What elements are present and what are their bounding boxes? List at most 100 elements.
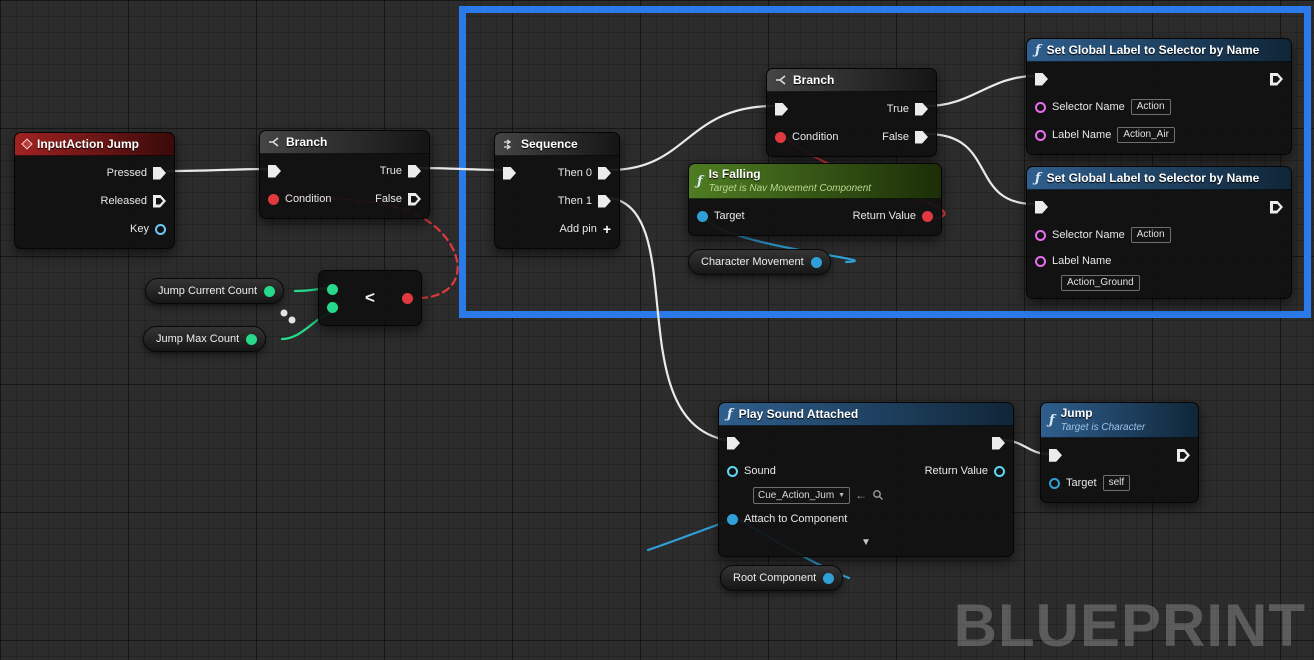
exec-pin-released[interactable] <box>153 194 166 208</box>
selector-name-value-field[interactable]: Action <box>1130 99 1171 115</box>
pin-row: Attach to Component <box>719 505 1013 533</box>
variable-label: Root Component <box>733 572 817 584</box>
node-set-label-ground[interactable]: ƒ Set Global Label to Selector by Name S… <box>1026 166 1292 299</box>
key-pin[interactable] <box>155 223 166 235</box>
less-input-b-pin[interactable] <box>327 301 338 313</box>
true-exec-pin[interactable] <box>915 102 928 116</box>
function-icon: ƒ <box>1035 170 1041 186</box>
true-exec-pin[interactable] <box>408 164 421 178</box>
selector-name-pin[interactable] <box>1035 229 1046 241</box>
node-title: Jump <box>1060 406 1093 420</box>
exec-in-pin[interactable] <box>1049 448 1062 462</box>
object-out-pin[interactable] <box>823 572 835 584</box>
int-out-pin[interactable] <box>264 285 276 297</box>
function-icon: ƒ <box>1035 42 1041 58</box>
wire-false-to-set-label-ground[interactable] <box>925 132 1036 206</box>
variable-character-movement[interactable]: Character Movement <box>688 249 831 275</box>
exec-in-pin[interactable] <box>775 102 788 116</box>
variable-label: Character Movement <box>701 256 804 268</box>
exec-out-pin[interactable] <box>992 436 1005 450</box>
blueprint-watermark: BLUEPRINT <box>953 592 1306 659</box>
node-subtitle: Target is Nav Movement Component <box>708 182 872 194</box>
add-pin-icon[interactable]: + <box>602 221 611 237</box>
exec-out-pin[interactable] <box>1270 200 1283 214</box>
wire-pressed-to-branch[interactable] <box>165 167 272 173</box>
pin-row: Released <box>15 187 174 215</box>
exec-in-pin[interactable] <box>1035 72 1048 86</box>
less-result-pin[interactable] <box>402 292 413 304</box>
less-than-symbol: < <box>365 288 375 307</box>
node-header: ƒ Set Global Label to Selector by Name <box>1027 39 1291 62</box>
pin-row: Then 0 <box>495 159 619 187</box>
target-value-field[interactable]: self <box>1102 475 1131 492</box>
selector-name-pin[interactable] <box>1035 101 1046 113</box>
use-selected-asset-icon[interactable]: ← <box>855 488 868 502</box>
pin-row: True <box>260 157 429 185</box>
node-branch-left[interactable]: Branch True Condition False <box>259 130 430 219</box>
node-header: ƒ Set Global Label to Selector by Name <box>1027 167 1291 190</box>
label-name-pin[interactable] <box>1035 255 1046 267</box>
exec-out-pin[interactable] <box>1177 448 1190 462</box>
browse-asset-icon[interactable] <box>872 489 884 501</box>
node-play-sound-attached[interactable]: ƒ Play Sound Attached Sound Return Value… <box>718 402 1014 557</box>
condition-pin[interactable] <box>268 193 279 205</box>
less-input-a-pin[interactable] <box>327 283 338 295</box>
reroute-dot[interactable] <box>288 316 296 324</box>
target-pin[interactable] <box>1049 477 1060 489</box>
node-sequence[interactable]: Sequence Then 0 Then 1 Add pin + <box>494 132 620 249</box>
label-name-pin[interactable] <box>1035 129 1046 141</box>
return-value-pin[interactable] <box>922 210 933 222</box>
label-name-value-field[interactable]: Action_Ground <box>1061 275 1140 291</box>
node-set-label-air[interactable]: ƒ Set Global Label to Selector by Name S… <box>1026 38 1292 155</box>
pin-row: Pressed <box>15 159 174 187</box>
exec-in-pin[interactable] <box>727 436 740 450</box>
object-out-pin[interactable] <box>810 256 822 268</box>
pin-row: Target Return Value <box>689 202 941 230</box>
node-title: Set Global Label to Selector by Name <box>1046 43 1260 57</box>
variable-jump-current-count[interactable]: Jump Current Count <box>145 278 285 304</box>
exec-out-pin[interactable] <box>1270 72 1283 86</box>
attach-to-component-pin[interactable] <box>727 513 738 525</box>
variable-label: Jump Current Count <box>158 285 258 297</box>
node-header: ƒ Is Falling Target is Nav Movement Comp… <box>689 164 941 200</box>
node-title: Play Sound Attached <box>738 407 859 421</box>
then1-exec-pin[interactable] <box>598 194 611 208</box>
wire-true-to-set-label-air[interactable] <box>925 74 1037 108</box>
node-branch-upper[interactable]: Branch True Condition False <box>766 68 937 157</box>
wire-then0-to-branch-upper[interactable] <box>608 104 776 172</box>
pin-row: True <box>767 95 936 123</box>
add-pin-row[interactable]: Add pin + <box>559 221 612 237</box>
expand-node-arrow[interactable]: ▼ <box>861 536 871 548</box>
node-inputaction-jump[interactable]: InputAction Jump Pressed Released Key <box>14 132 175 249</box>
exec-in-pin[interactable] <box>268 164 281 178</box>
node-less-than[interactable]: < <box>318 270 422 326</box>
variable-root-component[interactable]: Root Component <box>720 565 844 591</box>
exec-in-pin[interactable] <box>1035 200 1048 214</box>
then0-exec-pin[interactable] <box>598 166 611 180</box>
sequence-icon <box>504 139 512 150</box>
function-icon: ƒ <box>697 173 703 189</box>
return-value-pin[interactable] <box>994 465 1005 477</box>
wire-then1-to-play-sound[interactable] <box>608 196 728 442</box>
false-exec-pin[interactable] <box>915 130 928 144</box>
node-header: Branch <box>260 131 429 154</box>
exec-in-pin[interactable] <box>503 166 516 180</box>
wire-branch-true-to-sequence[interactable] <box>418 166 505 172</box>
int-out-pin[interactable] <box>246 333 258 345</box>
pin-row: Selector Name Action <box>1027 93 1291 121</box>
condition-pin[interactable] <box>775 131 786 143</box>
node-jump[interactable]: ƒ Jump Target is Character Target self <box>1040 402 1199 504</box>
sound-asset-row: Cue_Action_Jum ▼ ← <box>719 485 1013 505</box>
selector-name-value-field[interactable]: Action <box>1130 227 1171 243</box>
sound-asset-dropdown[interactable]: Cue_Action_Jum ▼ <box>753 486 851 504</box>
label-name-value-field[interactable]: Action_Air <box>1117 127 1175 143</box>
node-is-falling[interactable]: ƒ Is Falling Target is Nav Movement Comp… <box>688 163 942 237</box>
exec-pin-pressed[interactable] <box>153 166 166 180</box>
reroute-dot[interactable] <box>280 309 288 317</box>
false-exec-pin[interactable] <box>408 192 421 206</box>
node-title: InputAction Jump <box>37 137 139 151</box>
sound-pin[interactable] <box>727 465 738 477</box>
variable-jump-max-count[interactable]: Jump Max Count <box>143 326 267 352</box>
target-pin[interactable] <box>697 210 708 222</box>
